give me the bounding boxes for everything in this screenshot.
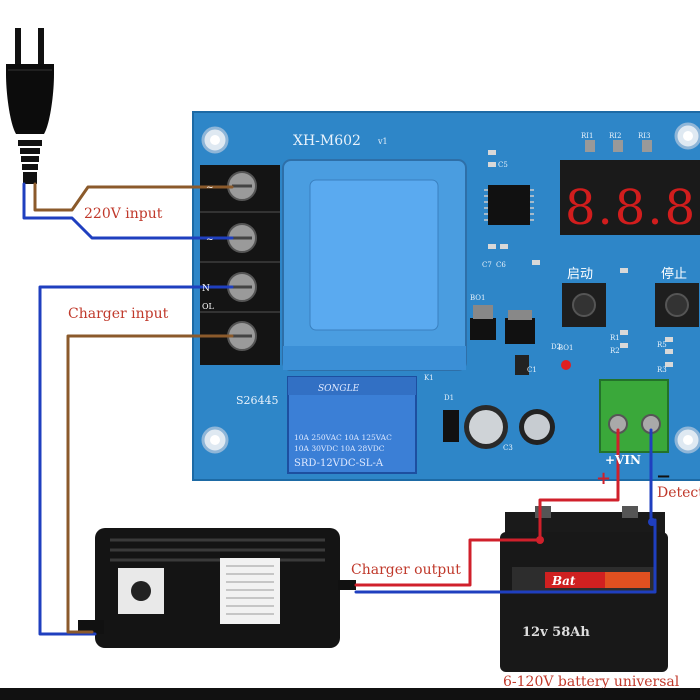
- board-model: XH-M602: [293, 133, 361, 149]
- battery-spec: 12v 58Ah: [522, 625, 590, 640]
- terminal-label: OL: [202, 302, 215, 311]
- mains-blue-wire: [22, 182, 234, 240]
- charger-adapter: [78, 528, 356, 648]
- pin-label: C3: [503, 444, 513, 452]
- display-digits: 8.8.8: [565, 180, 697, 236]
- label-battery-universal: 6-120V battery universal: [503, 674, 680, 690]
- pin-label: R2: [610, 347, 620, 355]
- pin-label: C5: [498, 161, 508, 169]
- relay-brand: SONGLE: [318, 384, 360, 394]
- relay-model: SRD-12VDC-SL-A: [294, 458, 384, 469]
- ic-chip: [488, 185, 530, 225]
- battery-brand: Bat: [551, 574, 576, 588]
- label-mains-input: 220V input: [84, 206, 163, 222]
- pin-label: RI2: [609, 132, 622, 140]
- pin-label: RI3: [638, 132, 651, 140]
- xh-m602-board: [192, 111, 700, 481]
- detect-red-wire: [538, 428, 620, 542]
- board-serial: S26445: [236, 394, 279, 407]
- pin-label: C1: [527, 366, 537, 374]
- minus-sign: −: [656, 466, 671, 487]
- plus-sign: +: [596, 468, 611, 489]
- charger-output-blue-wire: [354, 518, 657, 594]
- charger-input-blue-wire: [38, 285, 234, 636]
- mains-brown-wire: [33, 182, 234, 212]
- relay-rating-1: 10A 250VAC 10A 125VAC: [294, 433, 392, 442]
- pin-label: R1: [610, 334, 620, 342]
- pin-label: C7: [482, 261, 492, 269]
- board-version: v1: [377, 137, 388, 146]
- pin-label: C6: [496, 261, 506, 269]
- bottom-bar: [0, 688, 700, 700]
- label-charger-input: Charger input: [68, 306, 169, 322]
- start-label: 启动: [567, 267, 593, 282]
- terminal-label: N: [202, 284, 210, 294]
- charger-output-red-wire: [354, 538, 542, 587]
- label-detect: Detect: [657, 485, 700, 501]
- pin-label: BO1: [470, 294, 485, 302]
- relay-rating-2: 10A 30VDC 10A 28VDC: [294, 444, 385, 453]
- pin-label: R5: [657, 341, 667, 349]
- pin-label: R3: [657, 366, 667, 374]
- terminal-label: ~: [206, 235, 214, 245]
- pin-label: BO1: [558, 344, 573, 352]
- vin-terminal: [599, 379, 669, 453]
- vin-label: +VIN: [605, 453, 641, 467]
- battery: [500, 506, 668, 672]
- stop-label: 停止: [661, 266, 687, 282]
- charger-input-brown-wire: [66, 334, 234, 634]
- pin-label: K1: [424, 374, 434, 382]
- power-plug: [6, 28, 54, 184]
- label-charger-output: Charger output: [351, 562, 461, 578]
- wires: [22, 182, 657, 636]
- status-led: [561, 360, 571, 370]
- pin-label: RI1: [581, 132, 594, 140]
- pin-label: D2: [551, 343, 561, 351]
- terminal-label: ~: [206, 183, 214, 193]
- led-display: [560, 160, 700, 235]
- pin-label: D1: [444, 394, 454, 402]
